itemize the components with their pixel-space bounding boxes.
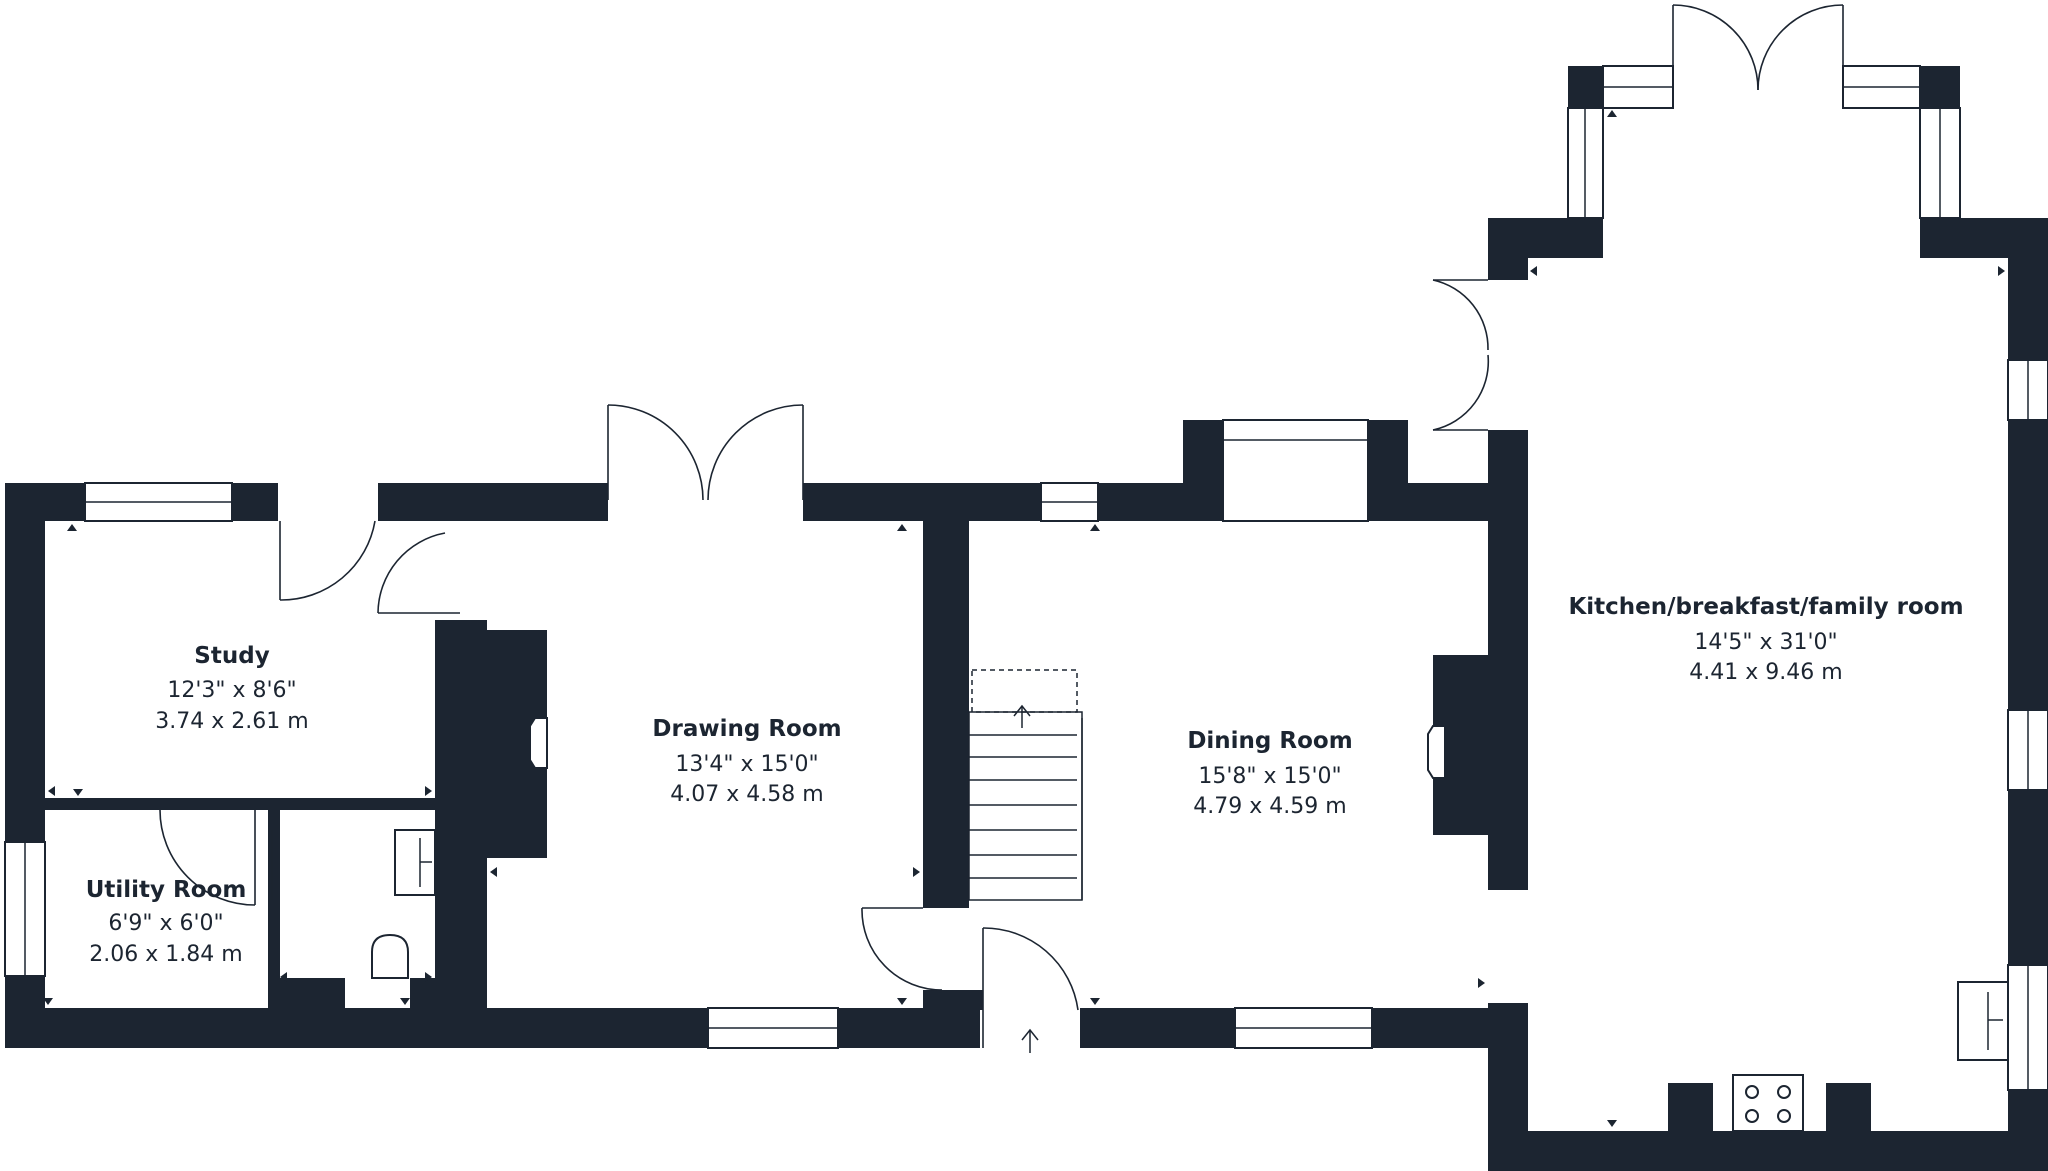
room-dim-imperial: 6'9" x 6'0" — [108, 911, 223, 936]
wall-dining-bay-left — [1183, 420, 1223, 521]
door-study-hall — [377, 532, 460, 614]
staircase-icon — [968, 669, 1083, 901]
wall-bay-left-corner — [1568, 66, 1603, 108]
wall-kitchen-right-1 — [2008, 218, 2048, 360]
wall-bay-right-corner — [1920, 66, 1960, 108]
wall-utility-wc — [268, 810, 280, 1008]
door-study-utility — [159, 809, 256, 906]
room-dim-metric: 2.06 x 1.84 m — [89, 942, 242, 967]
entrance-arrow-icon — [1021, 1028, 1039, 1053]
wall-dining-bay-right — [1368, 420, 1408, 521]
fireplace-icon — [1427, 725, 1446, 779]
wall-door-post — [923, 990, 983, 1010]
wall-study-top-left — [5, 483, 85, 521]
hob-icon — [1732, 1074, 1804, 1132]
wall-study-utility — [45, 798, 435, 810]
windows — [4, 65, 2048, 1091]
room-dim-imperial: 14'5" x 31'0" — [1694, 630, 1837, 655]
unit-left-of-hob — [1668, 1083, 1713, 1131]
unit-right-of-hob — [1826, 1083, 1871, 1131]
walls — [5, 66, 2048, 1171]
door-drawing-french — [607, 404, 804, 501]
wall-kitchen-top-left — [1488, 218, 1603, 258]
door-kitchen-bay — [1672, 4, 1844, 108]
room-name: Dining Room — [1187, 728, 1352, 754]
door-drawing-hall — [861, 907, 943, 991]
wall-utility-corner — [5, 988, 45, 1018]
doors — [159, 4, 1844, 1048]
wall-kitchen-right-3 — [2008, 790, 2048, 965]
chimney-breast-dining — [1433, 655, 1528, 835]
room-label-dining: Dining Room 15'8" x 15'0" 4.79 x 4.59 m — [1187, 728, 1352, 819]
wall-kitchen-bottom — [1488, 1131, 2048, 1171]
door-entrance — [982, 927, 1079, 1048]
wall-top-entry — [378, 483, 608, 521]
room-dim-imperial: 13'4" x 15'0" — [675, 752, 818, 777]
toilet-icon — [371, 933, 409, 979]
room-dim-metric: 4.41 x 9.46 m — [1689, 660, 1842, 685]
sink-icon — [394, 829, 436, 896]
room-name: Kitchen/breakfast/family room — [1568, 594, 1963, 620]
room-dim-imperial: 12'3" x 8'6" — [167, 678, 296, 703]
room-label-utility: Utility Room 6'9" x 6'0" 2.06 x 1.84 m — [86, 877, 247, 967]
wc-block — [280, 978, 345, 1008]
room-dim-imperial: 15'8" x 15'0" — [1198, 764, 1341, 789]
wall-drawing-dining — [923, 483, 969, 908]
room-name: Utility Room — [86, 877, 247, 903]
room-name: Drawing Room — [652, 716, 841, 742]
room-dim-metric: 4.07 x 4.58 m — [670, 782, 823, 807]
wall-kitchen-right-2 — [2008, 420, 2048, 710]
sink-icon — [1957, 981, 2009, 1061]
fireplace-icon — [529, 717, 548, 769]
door-study-external — [279, 520, 376, 601]
room-dim-metric: 4.79 x 4.59 m — [1193, 794, 1346, 819]
room-label-study: Study 12'3" x 8'6" 3.74 x 2.61 m — [155, 643, 308, 734]
wall-drawing-top-right — [803, 483, 1041, 521]
wc-block-right — [410, 978, 435, 1008]
wall-dining-bottom-right — [1372, 1008, 1488, 1048]
wall-study-top-mid — [232, 483, 278, 521]
measurement-ticks — [43, 110, 2005, 1127]
window-dining-bay — [1222, 419, 1369, 522]
door-kitchen-side — [1432, 279, 1490, 431]
room-dim-metric: 3.74 x 2.61 m — [155, 709, 308, 734]
chimney-breast-drawing — [435, 630, 547, 858]
room-label-kitchen: Kitchen/breakfast/family room 14'5" x 31… — [1568, 594, 1963, 685]
wall-dining-bottom-left — [1080, 1008, 1235, 1048]
room-label-drawing: Drawing Room 13'4" x 15'0" 4.07 x 4.58 m — [652, 716, 841, 807]
room-name: Study — [194, 643, 269, 669]
